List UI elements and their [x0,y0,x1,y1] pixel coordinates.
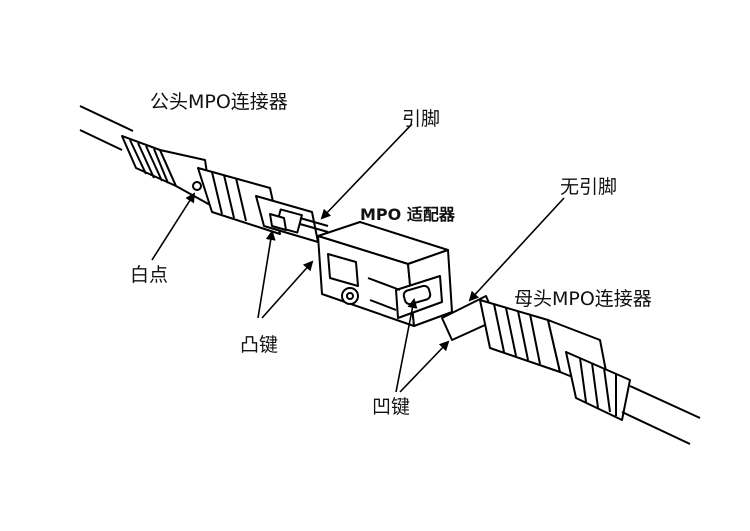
label-adapter: MPO 适配器 [360,205,455,224]
leader-key-up-1 [257,230,276,319]
leader-key-up-2 [261,260,314,319]
label-key-down: 凹键 [372,396,411,418]
label-male-connector: 公头MPO连接器 [150,91,288,113]
leader-lines [151,123,565,393]
leader-no-pin [468,197,565,302]
male-mpo-connector [79,105,329,243]
leader-key-down-1 [395,298,418,393]
label-pin: 引脚 [402,108,441,130]
leader-key-down-2 [399,340,450,393]
label-white-dot: 白点 [130,264,169,286]
leader-white-dot [151,192,196,261]
label-female-connector: 母头MPO连接器 [514,288,652,310]
leader-pin [320,123,413,220]
label-no-pin: 无引脚 [560,176,618,198]
mpo-adapter [317,221,453,327]
label-key-up: 凸键 [240,334,279,356]
female-mpo-connector [441,295,701,445]
